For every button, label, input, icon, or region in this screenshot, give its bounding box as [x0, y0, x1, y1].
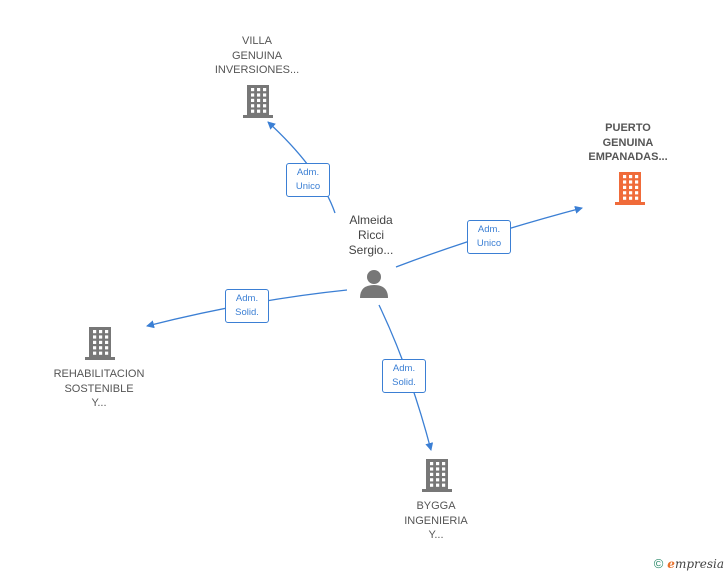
edge-badge-rehab[interactable]: Adm. Solid. [225, 289, 269, 323]
edge-badge-line: Adm. [235, 293, 259, 304]
brand-logo: empresia [667, 557, 724, 571]
edge-badge-villa[interactable]: Adm. Unico [286, 163, 330, 197]
company-label-line: GENUINA [231, 49, 283, 62]
edge-badge-line: Solid. [392, 377, 416, 388]
center-label-line: Sergio... [348, 243, 394, 257]
company-label-line: EMPANADAS... [588, 151, 668, 163]
edge-badge-line: Unico [476, 238, 502, 249]
company-label-rehab[interactable]: REHABILITACION SOSTENIBLE Y... [29, 367, 169, 411]
edge-badge-line: Adm. [477, 224, 501, 235]
center-person-label[interactable]: Almeida Ricci Sergio... [321, 213, 421, 258]
company-label-line: REHABILITACION [53, 368, 145, 380]
edge-badge-puerto[interactable]: Adm. Unico [467, 220, 511, 254]
company-label-line: SOSTENIBLE [64, 382, 134, 395]
brand-name: mpresia [674, 556, 724, 571]
company-label-line: Y... [428, 529, 444, 541]
company-label-bygga[interactable]: BYGGA INGENIERIA Y... [366, 499, 506, 543]
company-label-line: Y... [91, 397, 107, 409]
building-icon[interactable] [615, 172, 645, 205]
company-label-villa[interactable]: VILLA GENUINA INVERSIONES... [187, 34, 327, 78]
footer-credit[interactable]: © empresia [654, 556, 724, 571]
building-icon[interactable] [243, 85, 273, 118]
brand-initial: e [667, 556, 675, 571]
company-label-line: INVERSIONES... [214, 64, 300, 76]
company-label-puerto[interactable]: PUERTO GENUINA EMPANADAS... [558, 121, 698, 165]
company-label-line: VILLA [242, 35, 272, 47]
company-label-line: BYGGA [416, 500, 456, 512]
edge-badge-line: Solid. [235, 307, 259, 318]
company-label-line: INGENIERIA [404, 514, 468, 527]
person-icon[interactable] [360, 270, 388, 298]
center-label-line: Almeida [349, 213, 393, 227]
edge-badge-line: Adm. [296, 167, 320, 178]
copyright-symbol: © [653, 556, 664, 571]
edge-badge-bygga[interactable]: Adm. Solid. [382, 359, 426, 393]
company-label-line: GENUINA [602, 136, 654, 149]
edge-badge-line: Unico [295, 181, 321, 192]
edge-badge-line: Adm. [392, 363, 416, 374]
building-icon[interactable] [85, 327, 115, 360]
company-label-line: PUERTO [605, 122, 651, 134]
building-icon[interactable] [422, 459, 452, 492]
center-label-line: Ricci [358, 228, 384, 242]
